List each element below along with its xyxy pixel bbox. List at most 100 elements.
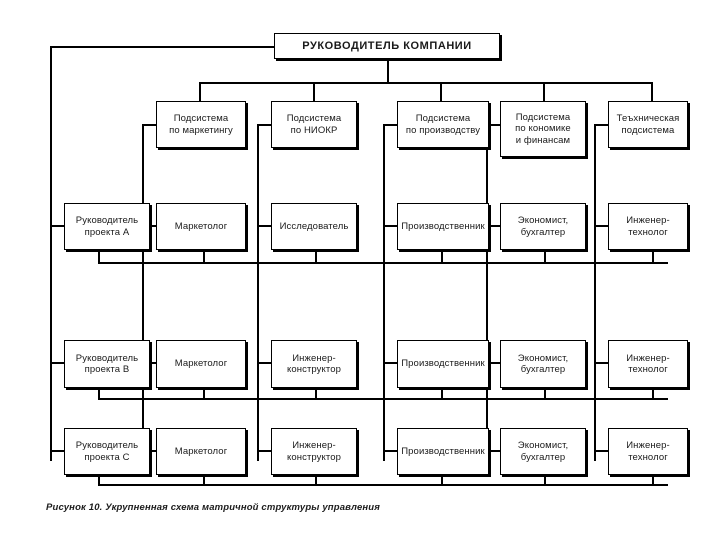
node-subsystem-production-label: Подсистема по производству [405, 113, 481, 136]
node-cell-r3c5[interactable]: Инженер- технолог [608, 428, 688, 475]
connector-manager-stub-1 [50, 225, 64, 227]
node-cell-r2c4[interactable]: Экономист, бухгалтер [500, 340, 586, 388]
connector-project-bus-2 [98, 398, 668, 400]
connector-column-line-3 [383, 124, 385, 461]
connector-cell-down-r3c5 [652, 475, 654, 486]
connector-cell-down-r3c3 [441, 475, 443, 486]
connector-cell-down-r3c0 [98, 475, 100, 486]
node-cell-r2c5[interactable]: Инженер- технолог [608, 340, 688, 388]
connector-column-line-4 [486, 124, 488, 461]
connector-cell-stub-r1c2 [257, 225, 271, 227]
connector-subsystem-bus [199, 82, 653, 84]
connector-subsystem-stub-3 [383, 124, 397, 126]
connector-cell-stub-r3c3 [383, 450, 397, 452]
node-cell-r1c3[interactable]: Производственник [397, 203, 489, 250]
node-subsystem-technical[interactable]: Теъхническая подсистема [608, 101, 688, 148]
node-subsystem-technical-label: Теъхническая подсистема [616, 113, 680, 136]
node-cell-r1c5[interactable]: Инженер- технолог [608, 203, 688, 250]
connector-project-bus-3 [98, 484, 668, 486]
connector-manager-stub-3 [50, 450, 64, 452]
connector-subsystem-stub-5 [594, 124, 608, 126]
node-cell-r2c2[interactable]: Инженер- конструктор [271, 340, 357, 388]
connector-cell-stub-r3c5 [594, 450, 608, 452]
connector-cell-stub-r2c4 [486, 362, 500, 364]
connector-cell-stub-r3c4 [486, 450, 500, 452]
node-cell-r3c4[interactable]: Экономист, бухгалтер [500, 428, 586, 475]
figure-caption: Рисунок 10. Укрупненная схема матричной … [46, 502, 380, 513]
connector-cell-down-r3c4 [544, 475, 546, 486]
connector-subsystem-stub-2 [257, 124, 271, 126]
connector-cell-stub-r2c5 [594, 362, 608, 364]
node-company-head[interactable]: РУКОВОДИТЕЛЬ КОМПАНИИ [274, 33, 500, 59]
node-subsystem-randd-label: Подсистема по НИОКР [286, 113, 342, 136]
connector-cell-down-r2c1 [203, 388, 205, 400]
connector-cell-down-r1c2 [315, 250, 317, 264]
connector-subsystem-drop-3 [440, 82, 442, 101]
connector-cell-stub-r3c2 [257, 450, 271, 452]
node-subsystem-production[interactable]: Подсистема по производству [397, 101, 489, 148]
node-project-manager-c[interactable]: Руководитель проекта С [64, 428, 150, 475]
node-cell-r2c3-label: Производственник [401, 358, 485, 370]
connector-column-line-2 [257, 124, 259, 461]
connector-cell-down-r1c1 [203, 250, 205, 264]
node-cell-r2c5-label: Инженер- технолог [626, 352, 670, 375]
node-cell-r3c2[interactable]: Инженер- конструктор [271, 428, 357, 475]
connector-subsystem-stub-1 [142, 124, 156, 126]
connector-subsystem-stub-4 [486, 124, 500, 126]
connector-cell-down-r1c3 [441, 250, 443, 264]
node-cell-r1c4-label: Экономист, бухгалтер [517, 215, 569, 238]
node-cell-r3c4-label: Экономист, бухгалтер [517, 440, 569, 463]
node-cell-r3c2-label: Инженер- конструктор [287, 440, 341, 463]
connector-cell-down-r2c2 [315, 388, 317, 400]
node-cell-r1c4[interactable]: Экономист, бухгалтер [500, 203, 586, 250]
connector-cell-down-r3c2 [315, 475, 317, 486]
node-company-head-label: РУКОВОДИТЕЛЬ КОМПАНИИ [302, 39, 472, 52]
connector-subsystem-drop-5 [651, 82, 653, 101]
connector-manager-stub-2 [50, 362, 64, 364]
connector-column-line-5 [594, 124, 596, 461]
node-project-manager-b[interactable]: Руководитель проекта В [64, 340, 150, 388]
connector-root-down [387, 59, 389, 83]
connector-cell-down-r2c3 [441, 388, 443, 400]
node-cell-r2c1[interactable]: Маркетолог [156, 340, 246, 388]
connector-cell-down-r2c0 [98, 388, 100, 400]
node-cell-r3c1[interactable]: Маркетолог [156, 428, 246, 475]
node-subsystem-finance-label: Подсистема по кономике и финансам [515, 112, 571, 146]
node-project-manager-c-label: Руководитель проекта С [75, 440, 139, 463]
node-cell-r3c5-label: Инженер- технолог [626, 440, 670, 463]
connector-cell-down-r2c4 [544, 388, 546, 400]
node-cell-r1c2[interactable]: Исследователь [271, 203, 357, 250]
connector-column-line-1 [142, 124, 144, 461]
node-cell-r2c2-label: Инженер- конструктор [287, 352, 341, 375]
connector-cell-stub-r1c3 [383, 225, 397, 227]
connector-subsystem-drop-4 [543, 82, 545, 101]
connector-cell-stub-r2c2 [257, 362, 271, 364]
node-cell-r2c1-label: Маркетолог [174, 358, 228, 370]
connector-cell-down-r3c1 [203, 475, 205, 486]
connector-cell-down-r1c0 [98, 250, 100, 264]
connector-root-trunk-left [50, 46, 274, 48]
node-subsystem-finance[interactable]: Подсистема по кономике и финансам [500, 101, 586, 157]
node-cell-r3c3-label: Производственник [401, 445, 485, 457]
node-cell-r1c1-label: Маркетолог [174, 220, 228, 232]
node-project-manager-a-label: Руководитель проекта А [75, 215, 139, 238]
node-cell-r1c1[interactable]: Маркетолог [156, 203, 246, 250]
node-cell-r1c5-label: Инженер- технолог [626, 215, 670, 238]
node-subsystem-marketing-label: Подсистема по маркетингу [169, 113, 233, 136]
connector-cell-down-r2c5 [652, 388, 654, 400]
node-subsystem-randd[interactable]: Подсистема по НИОКР [271, 101, 357, 148]
node-cell-r1c2-label: Исследователь [279, 220, 349, 232]
node-cell-r1c3-label: Производственник [401, 220, 485, 232]
node-project-manager-a[interactable]: Руководитель проекта А [64, 203, 150, 250]
node-cell-r2c3[interactable]: Производственник [397, 340, 489, 388]
node-cell-r3c3[interactable]: Производственник [397, 428, 489, 475]
connector-cell-down-r1c4 [544, 250, 546, 264]
connector-cell-stub-r1c4 [486, 225, 500, 227]
connector-cell-down-r1c5 [652, 250, 654, 264]
connector-project-bus-1 [98, 262, 668, 264]
node-subsystem-marketing[interactable]: Подсистема по маркетингу [156, 101, 246, 148]
connector-project-trunk [50, 46, 52, 461]
connector-subsystem-drop-2 [313, 82, 315, 101]
node-cell-r2c4-label: Экономист, бухгалтер [517, 352, 569, 375]
